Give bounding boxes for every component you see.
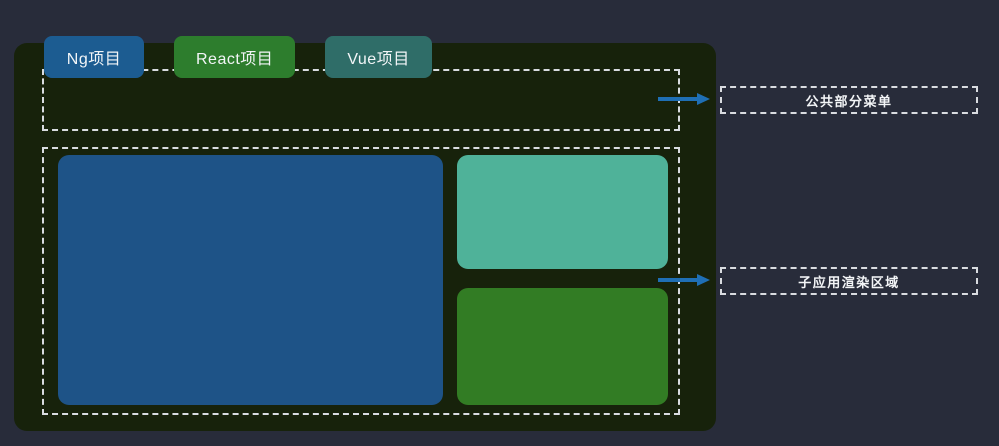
ng-project-button[interactable]: Ng项目: [44, 36, 144, 78]
arrow-head-icon: [697, 274, 710, 286]
render-block-green[interactable]: [457, 288, 668, 405]
arrow-head-icon: [697, 93, 710, 105]
caption-sub-app-render-area: 子应用渲染区域: [720, 267, 978, 295]
vue-project-button[interactable]: Vue项目: [325, 36, 432, 78]
arrow-to-sub-app-render: [658, 274, 710, 286]
arrow-shaft: [658, 97, 697, 101]
arrow-shaft: [658, 278, 697, 282]
project-button-row: Ng项目 React项目 Vue项目: [44, 36, 432, 78]
common-menu-outline: [42, 69, 680, 131]
caption-common-menu: 公共部分菜单: [720, 86, 978, 114]
render-block-mint[interactable]: [457, 155, 668, 269]
render-block-main[interactable]: [58, 155, 443, 405]
arrow-to-common-menu: [658, 93, 710, 105]
react-project-button[interactable]: React项目: [174, 36, 296, 78]
